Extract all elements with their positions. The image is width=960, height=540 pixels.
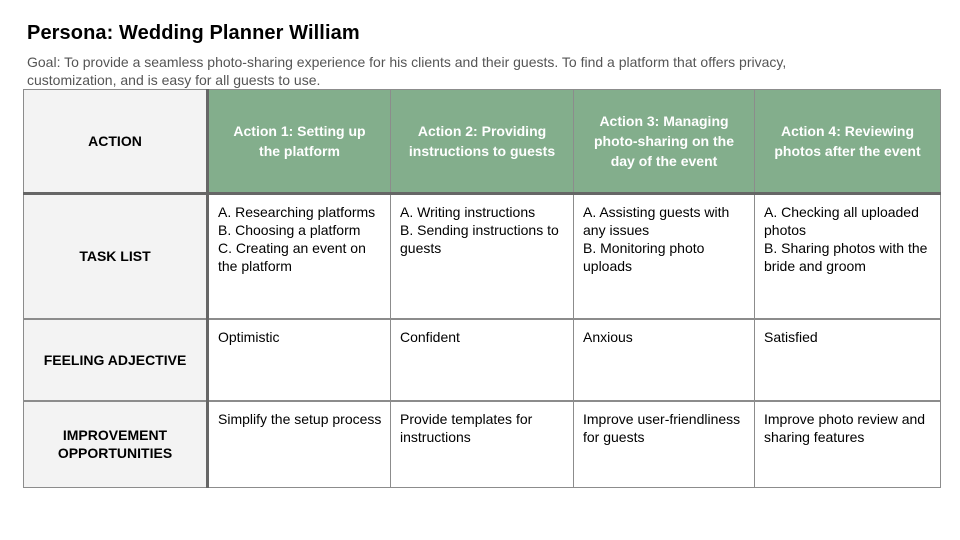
task-item: C. Creating an event on the platform — [218, 240, 366, 274]
feeling-cell: Confident — [390, 318, 574, 402]
task-item: B. Monitoring photo uploads — [583, 240, 705, 274]
task-list-cell: A. Writing instructions B. Sending instr… — [390, 193, 574, 320]
journey-map-table: ACTION Action 1: Setting up the platform… — [23, 89, 941, 488]
feeling-cell: Optimistic — [207, 318, 391, 402]
improvement-cell: Improve user-friendliness for guests — [573, 400, 755, 488]
task-item: A. Researching platforms — [218, 204, 376, 220]
task-item: B. Sharing photos with the bride and gro… — [764, 240, 928, 274]
feeling-row: FEELING ADJECTIVE Optimistic Confident A… — [23, 318, 941, 402]
task-item: A. Assisting guests with any issues — [583, 204, 730, 238]
page-title: Persona: Wedding Planner William — [27, 22, 360, 44]
column-header-action-3: Action 3: Managing photo-sharing on the … — [573, 89, 755, 195]
feeling-cell: Satisfied — [754, 318, 941, 402]
task-list-row: TASK LIST A. Researching platforms B. Ch… — [23, 193, 941, 320]
task-item: A. Checking all uploaded photos — [764, 204, 919, 238]
row-label-improvement: IMPROVEMENT OPPORTUNITIES — [23, 400, 209, 488]
row-label-feeling: FEELING ADJECTIVE — [23, 318, 209, 402]
column-header-action-1: Action 1: Setting up the platform — [207, 89, 391, 195]
corner-label: ACTION — [23, 89, 209, 195]
goal-text: Goal: To provide a seamless photo-sharin… — [27, 54, 787, 88]
task-list-cell: A. Researching platforms B. Choosing a p… — [207, 193, 391, 320]
improvement-cell: Provide templates for instructions — [390, 400, 574, 488]
header-row: ACTION Action 1: Setting up the platform… — [23, 89, 941, 195]
improvement-cell: Improve photo review and sharing feature… — [754, 400, 941, 488]
task-item: B. Sending instructions to guests — [400, 222, 559, 256]
task-list-cell: A. Assisting guests with any issues B. M… — [573, 193, 755, 320]
row-label-task-list: TASK LIST — [23, 193, 209, 320]
improvement-row: IMPROVEMENT OPPORTUNITIES Simplify the s… — [23, 400, 941, 488]
column-header-action-4: Action 4: Reviewing photos after the eve… — [754, 89, 941, 195]
feeling-cell: Anxious — [573, 318, 755, 402]
task-item: A. Writing instructions — [400, 204, 536, 220]
task-item: B. Choosing a platform — [218, 222, 361, 238]
task-list-cell: A. Checking all uploaded photos B. Shari… — [754, 193, 941, 320]
improvement-cell: Simplify the setup process — [207, 400, 391, 488]
column-header-action-2: Action 2: Providing instructions to gues… — [390, 89, 574, 195]
